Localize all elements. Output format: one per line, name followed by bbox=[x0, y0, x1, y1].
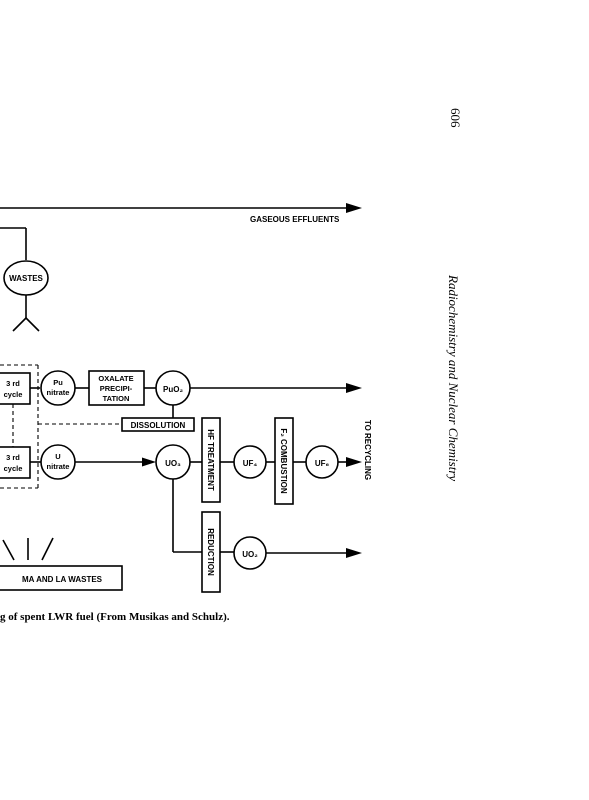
dissolution-label: DISSOLUTION bbox=[131, 421, 186, 430]
puo2-label: PuO₂ bbox=[163, 385, 183, 394]
u-nitrate-line1: U bbox=[55, 452, 60, 461]
f2-combustion-label: F₂ COMBUSTION bbox=[279, 428, 288, 494]
uf4-label: UF₄ bbox=[243, 459, 258, 468]
oxalate-precipitation-box bbox=[88, 370, 145, 406]
uo3-label: UO₃ bbox=[165, 459, 181, 468]
pu-nitrate-line1: Pu bbox=[53, 378, 63, 387]
reduction-label: REDUCTION bbox=[206, 528, 215, 576]
gaseous-effluents-arrowhead bbox=[346, 203, 362, 213]
pu-nitrate-line2: nitrate bbox=[47, 388, 70, 397]
ma-la-wastes-label: MA AND LA WASTES bbox=[22, 575, 103, 584]
pu-output-arrowhead bbox=[346, 383, 362, 393]
hf-treatment-label: HF TREATMENT bbox=[206, 429, 215, 491]
uf6-output-arrowhead bbox=[346, 457, 362, 467]
cycle-pu-box bbox=[0, 372, 31, 405]
dissolution-box bbox=[121, 417, 195, 432]
cycle-u-box bbox=[0, 446, 31, 479]
running-head: Radiochemistry and Nuclear Chemistry bbox=[446, 274, 461, 481]
gaseous-effluents-label: GASEOUS EFFLUENTS bbox=[250, 215, 340, 224]
hf-treatment-box bbox=[201, 417, 221, 503]
uo2-output-arrowhead bbox=[346, 548, 362, 558]
ma-la-arrow-line-1 bbox=[2, 539, 15, 561]
u-nitrate-to-uo3-arrowhead bbox=[142, 457, 156, 467]
cycle-pu-line2: cycle bbox=[4, 390, 23, 399]
wastes-fork-left bbox=[12, 317, 27, 332]
uo2-label: UO₂ bbox=[242, 550, 258, 559]
wastes-fork-right bbox=[25, 317, 40, 332]
ma-la-arrow-line-3 bbox=[41, 537, 54, 561]
to-recycling-label: TO RECYCLING bbox=[363, 420, 372, 480]
wastes-label: WASTES bbox=[9, 274, 43, 283]
f2-combustion-box bbox=[274, 417, 294, 505]
u-nitrate-line2: nitrate bbox=[47, 462, 70, 471]
oxalate-line2: PRECIPI- bbox=[100, 384, 133, 393]
cycle-u-line1: 3 rd bbox=[6, 453, 20, 462]
ma-la-wastes-box bbox=[0, 565, 123, 591]
cycle-u-line2: cycle bbox=[4, 464, 23, 473]
figure-caption: g of spent LWR fuel (From Musikas and Sc… bbox=[0, 611, 230, 623]
oxalate-line1: OXALATE bbox=[98, 374, 133, 383]
uf6-label: UF₆ bbox=[315, 459, 330, 468]
page-number: 606 bbox=[448, 108, 463, 128]
cycle-pu-line1: 3 rd bbox=[6, 379, 20, 388]
oxalate-line3: TATION bbox=[103, 394, 130, 403]
